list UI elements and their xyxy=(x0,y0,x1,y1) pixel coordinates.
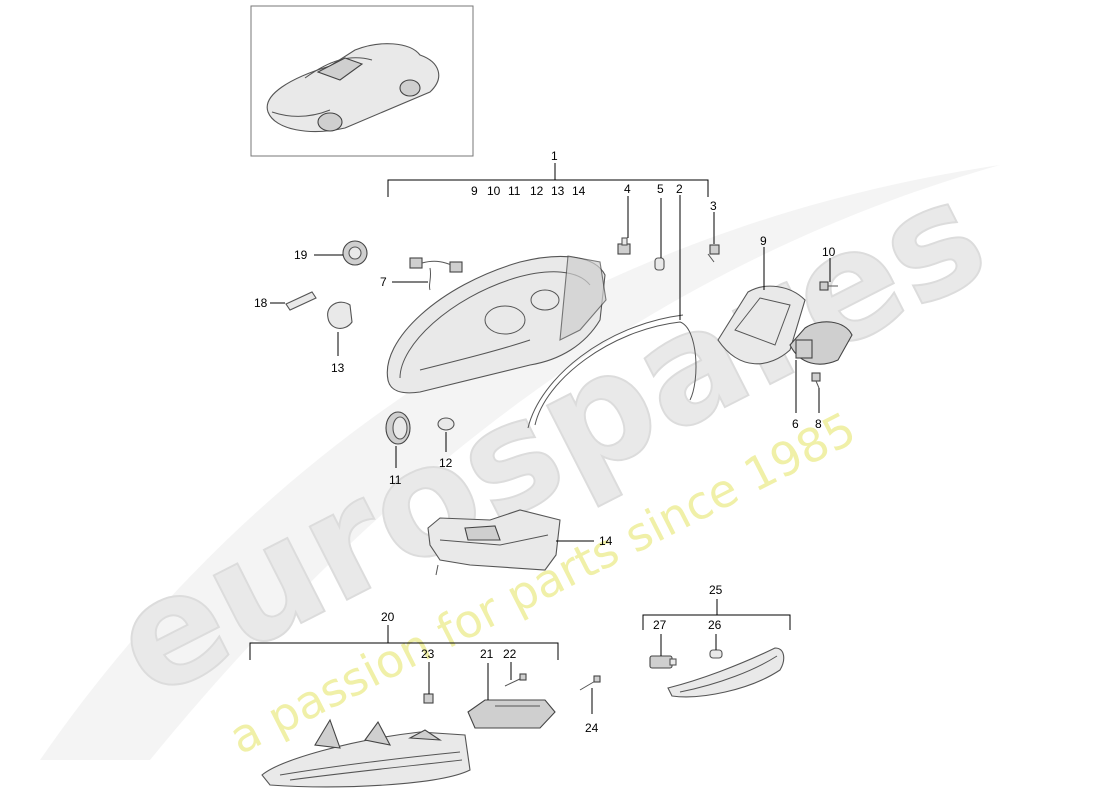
bulb-part-4 xyxy=(617,237,631,255)
screw-part-8 xyxy=(811,372,821,389)
cap-part-11 xyxy=(385,411,411,445)
callout-25: 25 xyxy=(709,583,723,597)
callout-5: 5 xyxy=(657,182,664,196)
nut-part-23 xyxy=(423,693,434,704)
bracket-part-14 xyxy=(427,509,561,576)
callout-10: 10 xyxy=(822,245,836,259)
group1-sub-12: 12 xyxy=(530,184,544,198)
callout-3: 3 xyxy=(710,199,717,213)
group1-sub-14: 14 xyxy=(572,184,586,198)
callout-20: 20 xyxy=(381,610,395,624)
callout-11: 11 xyxy=(389,473,402,487)
screw-part-3 xyxy=(707,244,720,263)
callout-21: 21 xyxy=(480,647,494,661)
callout-2: 2 xyxy=(676,182,683,196)
callout-12: 12 xyxy=(439,456,453,470)
ballast-part-21 xyxy=(467,699,556,729)
group1-sub-13: 13 xyxy=(551,184,565,198)
module-part-6 xyxy=(789,321,853,365)
callout-1: 1 xyxy=(551,149,558,163)
callout-14: 14 xyxy=(599,534,613,548)
car-thumbnail xyxy=(250,5,474,157)
bulb-part-5 xyxy=(654,257,665,271)
watermark-brand: eurospares xyxy=(87,146,1011,732)
callout-9: 9 xyxy=(760,234,767,248)
screw-part-10 xyxy=(819,281,838,291)
side-marker-part-25 xyxy=(667,647,785,698)
callout-4: 4 xyxy=(624,182,631,196)
clip-part-13 xyxy=(327,301,353,329)
callout-8: 8 xyxy=(815,417,822,431)
group1-sub-11: 11 xyxy=(508,184,521,198)
gasket-part-18 xyxy=(285,291,317,311)
callout-19: 19 xyxy=(294,248,308,262)
seal-part-2 xyxy=(527,314,697,429)
car-illustration xyxy=(266,43,440,133)
callout-22: 22 xyxy=(503,647,517,661)
group-1-bracket: 1 9 10 11 12 13 14 xyxy=(387,149,709,198)
cap-part-12 xyxy=(437,417,455,431)
callout-24: 24 xyxy=(585,721,599,735)
callout-7: 7 xyxy=(380,275,387,289)
cap-part-19 xyxy=(342,240,368,266)
bolt-part-24 xyxy=(579,675,601,691)
bulb-part-26 xyxy=(709,649,723,659)
group-25-bracket xyxy=(642,599,791,630)
group-20-bracket xyxy=(249,625,559,660)
callout-6: 6 xyxy=(792,417,799,431)
group1-sub-9: 9 xyxy=(471,184,478,198)
watermark-swoosh xyxy=(40,165,1000,760)
watermark: eurospares a passion for parts since 198… xyxy=(40,145,1012,765)
group1-sub-10: 10 xyxy=(487,184,501,198)
connector-part-7 xyxy=(409,257,463,291)
callout-18: 18 xyxy=(254,296,268,310)
callout-23: 23 xyxy=(421,647,435,661)
side-lamp-part-20 xyxy=(261,718,471,788)
callout-26: 26 xyxy=(708,618,722,632)
callout-13: 13 xyxy=(331,361,345,375)
cover-part-9 xyxy=(717,285,806,365)
callout-27: 27 xyxy=(653,618,667,632)
socket-part-27 xyxy=(649,655,677,669)
headlight-housing xyxy=(386,255,607,394)
screw-part-22 xyxy=(504,673,527,687)
